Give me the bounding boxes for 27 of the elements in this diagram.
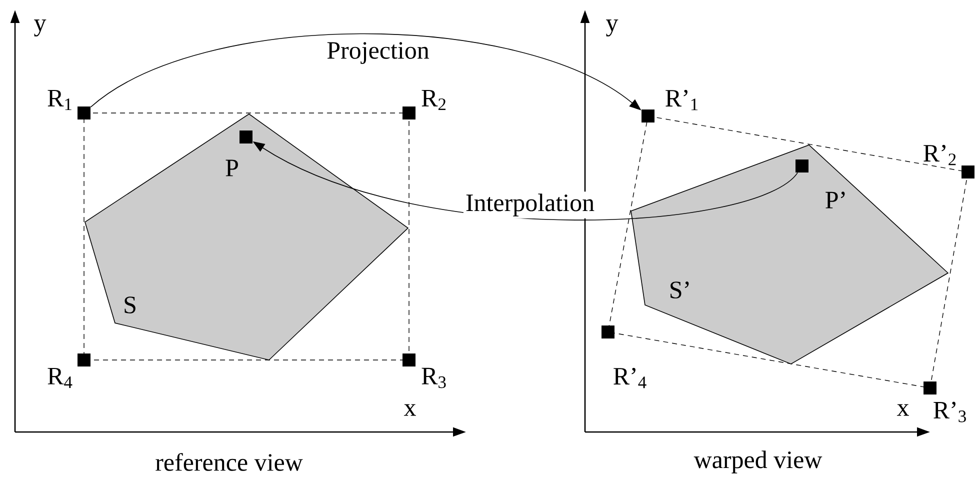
- point-marker: [642, 110, 654, 122]
- point-marker: [602, 326, 614, 338]
- point-marker: [78, 354, 91, 366]
- axis-label: x: [896, 404, 909, 416]
- view-caption: reference view: [156, 453, 303, 471]
- point-marker: [796, 160, 808, 172]
- point-marker: [240, 130, 252, 144]
- point-marker: [78, 106, 91, 120]
- axis-label: y: [34, 20, 46, 36]
- point-label: R’$_{1}$: [666, 90, 698, 110]
- axis-label: y: [606, 20, 618, 36]
- edge-label: Projection: [327, 42, 430, 64]
- view-caption: warped view: [694, 450, 822, 474]
- point-label: R’$_{4}$: [614, 368, 646, 388]
- point-marker: [402, 106, 416, 120]
- point-label: R$_{1}$: [48, 90, 72, 110]
- point-label: P: [226, 160, 238, 176]
- point-marker: [962, 166, 974, 178]
- point-label: R$_{4}$: [48, 368, 72, 388]
- point-label: R’$_{3}$: [934, 402, 966, 422]
- edge-label: Interpolation: [466, 194, 594, 216]
- point-label: P’: [826, 192, 845, 208]
- point-label: R$_{3}$: [422, 368, 446, 388]
- point-marker: [924, 382, 936, 394]
- point-marker: [402, 354, 416, 366]
- axis-label: x: [404, 404, 416, 416]
- point-label: R$_{2}$: [422, 90, 446, 110]
